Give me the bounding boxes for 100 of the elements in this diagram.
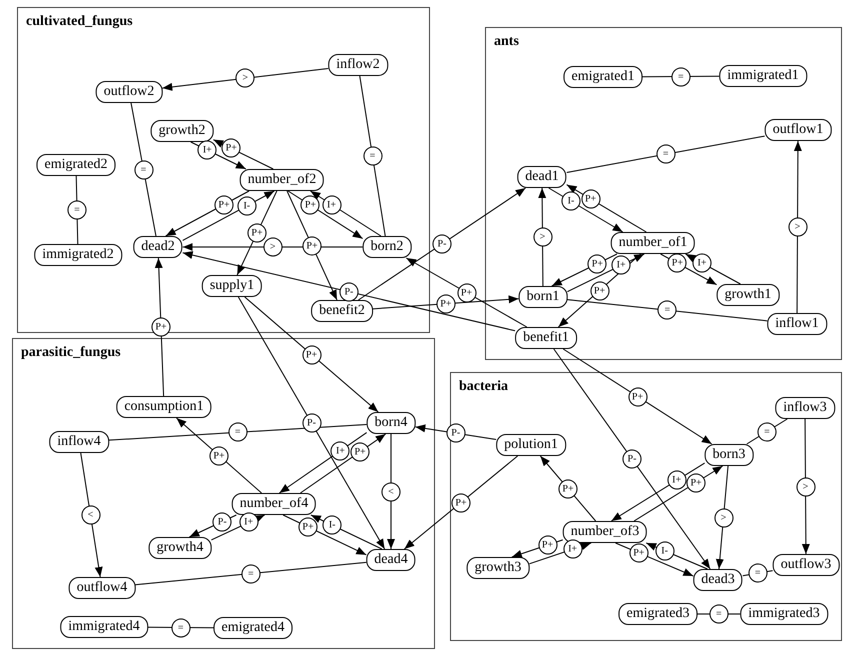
quantity-node: dead1 bbox=[517, 166, 567, 188]
arrow bbox=[358, 188, 526, 300]
arrow bbox=[634, 466, 724, 522]
connector-line bbox=[76, 176, 78, 244]
arrow bbox=[210, 514, 266, 540]
arrow bbox=[553, 348, 711, 570]
arrow bbox=[528, 542, 592, 564]
arrow bbox=[372, 295, 520, 310]
edge-label: P+ bbox=[436, 294, 456, 314]
arrow bbox=[310, 190, 382, 236]
edge-label: P+ bbox=[214, 195, 234, 214]
arrow bbox=[238, 296, 386, 550]
edge-label: P+ bbox=[300, 196, 320, 215]
edge-label: = bbox=[758, 422, 776, 441]
quantity-node: growth4 bbox=[148, 537, 212, 559]
quantity-node: born3 bbox=[704, 444, 754, 466]
arrow bbox=[286, 190, 338, 300]
quantity-node: dead3 bbox=[693, 569, 743, 591]
edge-label: P+ bbox=[452, 493, 470, 512]
edge-label: I+ bbox=[612, 256, 631, 275]
arrow bbox=[794, 140, 802, 314]
quantity-node: born1 bbox=[518, 286, 568, 308]
edge-label: I+ bbox=[198, 140, 217, 160]
quantity-node: inflow4 bbox=[49, 431, 109, 453]
connector-line bbox=[642, 76, 720, 78]
arrow bbox=[300, 434, 386, 494]
edge-label: I- bbox=[322, 516, 342, 535]
arrow bbox=[282, 514, 367, 556]
quantity-node: immigrated3 bbox=[740, 603, 828, 625]
quantity-node: inflow3 bbox=[775, 397, 835, 419]
arrow bbox=[551, 254, 618, 286]
edge-label: = bbox=[658, 300, 677, 320]
arrow bbox=[182, 243, 364, 251]
quantity-node: immigrated2 bbox=[34, 244, 122, 266]
connector-line bbox=[147, 626, 214, 628]
arrow bbox=[236, 190, 278, 276]
edge-label: < bbox=[81, 506, 100, 524]
edge-label: P- bbox=[432, 234, 452, 254]
quantity-node: growth3 bbox=[466, 557, 530, 579]
edge-label: P+ bbox=[302, 345, 321, 364]
edge-label: = bbox=[228, 422, 248, 442]
edge-label: I+ bbox=[563, 540, 582, 559]
arrow bbox=[685, 254, 741, 284]
edge-label: > bbox=[533, 228, 552, 246]
quantity-node: consumption1 bbox=[116, 396, 212, 418]
arrow bbox=[646, 542, 708, 570]
arrow bbox=[566, 184, 647, 232]
edge-label: < bbox=[382, 482, 400, 501]
edge-label: P+ bbox=[298, 517, 318, 536]
edge-label: P- bbox=[446, 424, 466, 443]
edge-label: P- bbox=[622, 450, 642, 468]
edge-label: > bbox=[788, 218, 807, 236]
connector-line bbox=[566, 136, 766, 173]
edge-label: I+ bbox=[667, 470, 686, 490]
quantity-node: benefit2 bbox=[311, 300, 373, 322]
edge-label: P+ bbox=[350, 442, 370, 462]
quantity-node: dead2 bbox=[133, 236, 183, 258]
quantity-node: immigrated1 bbox=[719, 65, 807, 87]
edge-label: = bbox=[671, 67, 690, 86]
edge-label: P- bbox=[302, 414, 321, 432]
quantity-node: outflow3 bbox=[772, 554, 840, 576]
quantity-node: born2 bbox=[362, 236, 412, 258]
quantity-node: number_of1 bbox=[610, 232, 696, 254]
arrow bbox=[278, 432, 368, 494]
arrow bbox=[244, 296, 379, 412]
quantity-node: dead4 bbox=[366, 549, 416, 571]
quantity-node: inflow2 bbox=[328, 54, 388, 76]
edge-label: I- bbox=[655, 541, 674, 560]
edge-label: I- bbox=[237, 196, 256, 216]
edge-label: = bbox=[171, 618, 190, 637]
edge-label: P+ bbox=[558, 479, 578, 498]
arrow bbox=[538, 188, 546, 286]
quantity-node: outflow2 bbox=[96, 81, 162, 103]
quantity-node: emigrated3 bbox=[618, 603, 698, 625]
arrow bbox=[511, 539, 564, 558]
edge-label: = bbox=[363, 146, 382, 166]
edge-label: = bbox=[68, 200, 86, 220]
arrow bbox=[558, 254, 642, 328]
edge-label: P+ bbox=[668, 254, 687, 273]
edge-label: I+ bbox=[239, 512, 258, 532]
arrow bbox=[802, 418, 810, 554]
quantity-node: emigrated4 bbox=[214, 617, 292, 639]
cluster-title: parasitic_fungus bbox=[21, 345, 121, 361]
edge-label: I+ bbox=[692, 254, 712, 272]
arrow bbox=[660, 254, 718, 286]
edge-label: = bbox=[241, 564, 260, 584]
edge-label: P+ bbox=[686, 473, 706, 492]
arrow bbox=[615, 542, 694, 577]
arrow bbox=[162, 68, 329, 91]
quantity-node: born4 bbox=[366, 412, 416, 434]
arrow bbox=[190, 142, 246, 170]
edge-label: = bbox=[134, 160, 153, 179]
edge-label: > bbox=[263, 238, 282, 256]
edge-label: P+ bbox=[248, 224, 266, 242]
edge-label: > bbox=[796, 477, 815, 496]
edge-label: P- bbox=[212, 512, 232, 532]
arrow bbox=[540, 456, 596, 522]
arrow bbox=[165, 190, 250, 236]
connector-line bbox=[134, 562, 367, 586]
edge-label: = bbox=[748, 564, 768, 583]
